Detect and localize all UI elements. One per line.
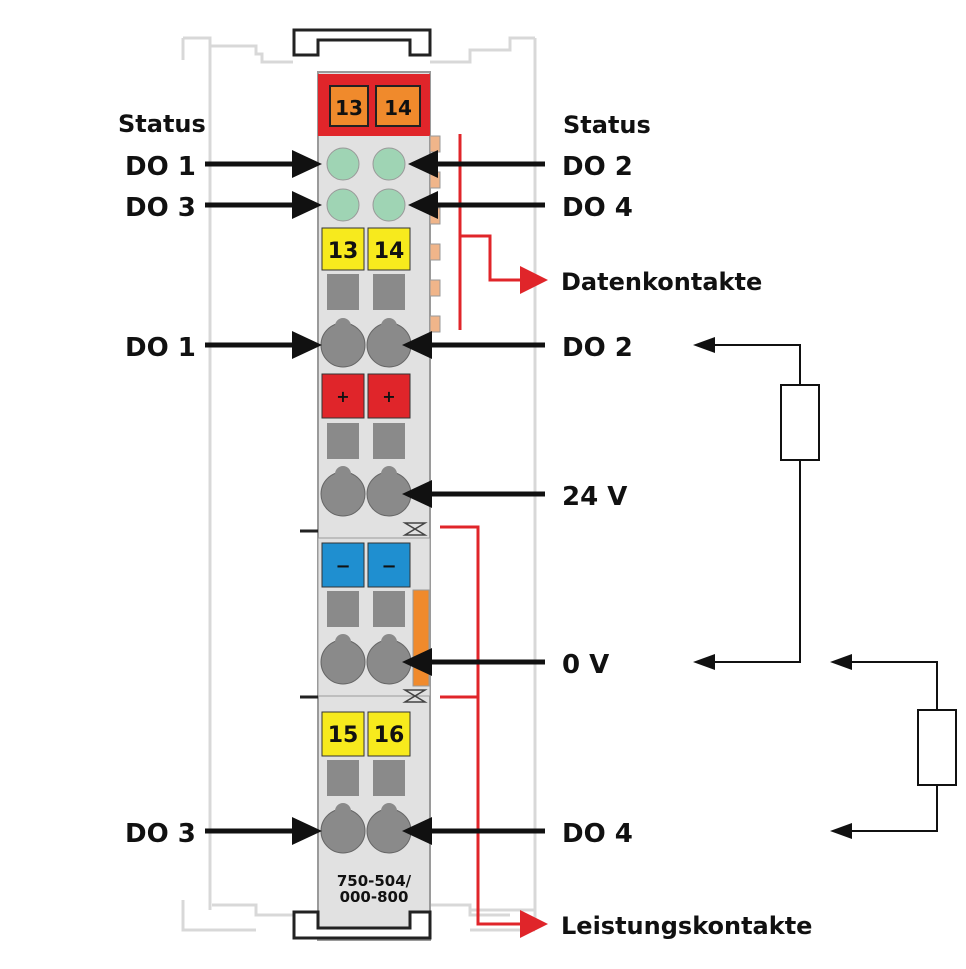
marker-14-label: 14 (374, 239, 405, 264)
led-do3-label: DO 3 (125, 193, 196, 223)
marker-13 (321, 227, 365, 271)
head-terminal-13-label: 13 (335, 96, 363, 120)
release-button-4 (373, 423, 405, 459)
led-do2-label: DO 2 (562, 152, 633, 182)
marker-plus-left (321, 373, 365, 419)
data-contacts-label: Datenkontakte (561, 268, 762, 296)
release-button-7 (327, 760, 359, 796)
marker-minus-left-label: − (335, 556, 350, 577)
load-2-arrow-0v (830, 654, 852, 670)
data-contacts-indicator (458, 134, 520, 330)
load-1-wiring (715, 344, 801, 663)
led-do3 (326, 188, 360, 222)
data-contacts-arrowhead (520, 266, 548, 294)
clamp-0v-right (366, 634, 412, 685)
clamp-24v-left (320, 466, 366, 517)
clamp-0v-left (320, 634, 366, 685)
power-contacts-arrowhead (520, 910, 548, 938)
marker-15 (321, 711, 365, 757)
load-1-resistor (780, 384, 820, 461)
led-do2 (372, 147, 406, 181)
release-button-1 (327, 274, 359, 310)
clamp-do2 (366, 318, 412, 368)
supply-24v-label: 24 V (562, 482, 627, 512)
led-do1 (326, 147, 360, 181)
neighbour-module-outline (181, 36, 537, 932)
load-2-resistor (917, 709, 957, 786)
marker-16 (367, 711, 411, 757)
power-contacts-label: Leistungskontakte (561, 912, 812, 940)
output-do3-label: DO 3 (125, 819, 196, 849)
led-do4 (372, 188, 406, 222)
din-clip-top (292, 28, 432, 57)
clamp-do1 (320, 318, 366, 368)
release-button-6 (373, 591, 405, 627)
release-button-2 (373, 274, 405, 310)
separator-x-upper (402, 522, 428, 536)
release-button-8 (373, 760, 405, 796)
supply-0v-label: 0 V (562, 650, 609, 680)
separator-x-lower (402, 689, 428, 703)
marker-plus-left-label: + (336, 387, 349, 406)
status-left-label: Status (118, 110, 206, 138)
head-terminal-14 (375, 85, 421, 127)
load-1-arrow-0v (693, 654, 715, 670)
release-button-5 (327, 591, 359, 627)
marker-15-label: 15 (328, 723, 359, 748)
marker-13-label: 13 (328, 239, 359, 264)
output-do1-label: DO 1 (125, 333, 196, 363)
head-terminal-14-label: 14 (384, 96, 412, 120)
marker-plus-right-label: + (382, 387, 395, 406)
clamp-do4 (366, 803, 412, 854)
marker-minus-right (367, 542, 411, 588)
clamp-do3 (320, 803, 366, 854)
output-do4-label: DO 4 (562, 819, 633, 849)
status-right-label: Status (563, 111, 651, 139)
led-do4-label: DO 4 (562, 193, 633, 223)
power-contacts-indicator (440, 525, 520, 926)
part-number-line1: 750-504/ (337, 872, 412, 890)
marker-plus-right (367, 373, 411, 419)
head-terminal-13 (329, 85, 369, 127)
part-number-line2: 000-800 (340, 888, 409, 906)
output-do2-label: DO 2 (562, 333, 633, 363)
pointer-arrows (205, 150, 545, 845)
marker-14 (367, 227, 411, 271)
release-button-3 (327, 423, 359, 459)
io-module: 13 14 13 14 (292, 28, 441, 941)
din-clip-bottom (292, 910, 432, 940)
load-1-arrow-do2 (693, 337, 715, 353)
load-2-arrow-do4 (830, 823, 852, 839)
marker-16-label: 16 (374, 723, 405, 748)
marker-minus-right-label: − (381, 556, 396, 577)
led-do1-label: DO 1 (125, 152, 196, 182)
marker-minus-left (321, 542, 365, 588)
load-2-wiring (852, 661, 938, 832)
